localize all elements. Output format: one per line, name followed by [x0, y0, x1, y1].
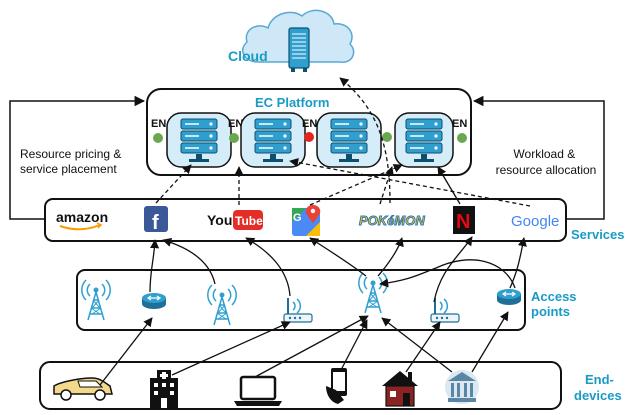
cell-tower-icon [358, 272, 388, 314]
google-logo: Google [511, 213, 559, 230]
edge-node-2: EN [228, 112, 306, 168]
edge-node-status-right [457, 133, 467, 143]
ap-to-service-arrows [149, 236, 527, 303]
edge-node-status [229, 133, 239, 143]
svg-text:POKéMON: POKéMON [359, 213, 425, 228]
edge-node-label: EN [151, 118, 166, 130]
edge-node-status [304, 132, 314, 142]
ec-platform-box [146, 88, 472, 176]
cloud-label: Cloud [228, 48, 268, 64]
edge-node-3: EN [302, 112, 382, 168]
laptop-icon [234, 375, 282, 406]
pokemon-logo: POKéMON [359, 213, 426, 229]
router-icon [496, 288, 522, 306]
svg-text:Google: Google [511, 213, 559, 230]
left-feedback-arrow [9, 95, 146, 220]
wifi-ap-icon [283, 297, 313, 323]
google-maps-logo: G [292, 205, 321, 236]
edge-node-label: EN [228, 118, 243, 130]
phone-icon [326, 368, 347, 404]
ec-platform-label: EC Platform [255, 95, 329, 110]
svg-text:f: f [152, 212, 159, 234]
svg-text:You: You [207, 212, 232, 228]
bank-icon [445, 370, 479, 404]
edge-node-4: EN [382, 112, 467, 168]
access-points-box [76, 269, 526, 331]
svg-text:Tube: Tube [235, 214, 263, 228]
router-icon [141, 292, 167, 310]
cloud-server-icon [288, 27, 310, 72]
netflix-to-platform-arrow [437, 166, 461, 205]
end-devices-box [39, 361, 562, 410]
edge-node-status [153, 133, 163, 143]
facebook-logo: f [144, 206, 168, 234]
workload-allocation-label: Workload & resource allocation [496, 147, 597, 177]
resource-pricing-label: Resource pricing & service placement [20, 147, 125, 176]
svg-text:N: N [456, 211, 470, 233]
cell-tower-icon [81, 279, 111, 321]
car-icon [53, 377, 113, 401]
edge-node-status [382, 132, 392, 142]
hospital-icon [150, 370, 178, 408]
youtube-logo: You Tube [207, 210, 263, 230]
netflix-logo: N [453, 206, 475, 234]
wifi-ap-icon [430, 297, 460, 323]
edge-node-1: EN [151, 112, 232, 168]
device-to-ap-arrows [99, 311, 509, 386]
cell-tower-icon [207, 284, 237, 326]
service-to-platform-arrows [155, 77, 531, 207]
services-box [44, 198, 567, 242]
svg-text:G: G [293, 212, 302, 224]
services-label: Services [571, 227, 625, 242]
edge-node-label: EN [452, 118, 467, 130]
end-devices-label: End- devices [574, 372, 622, 403]
amazon-logo: amazon [56, 209, 108, 231]
house-icon [382, 371, 418, 407]
access-points-label: Access points [531, 289, 580, 319]
right-feedback-arrow [472, 95, 605, 220]
edge-node-label: EN [302, 118, 317, 130]
svg-text:amazon: amazon [56, 209, 108, 225]
